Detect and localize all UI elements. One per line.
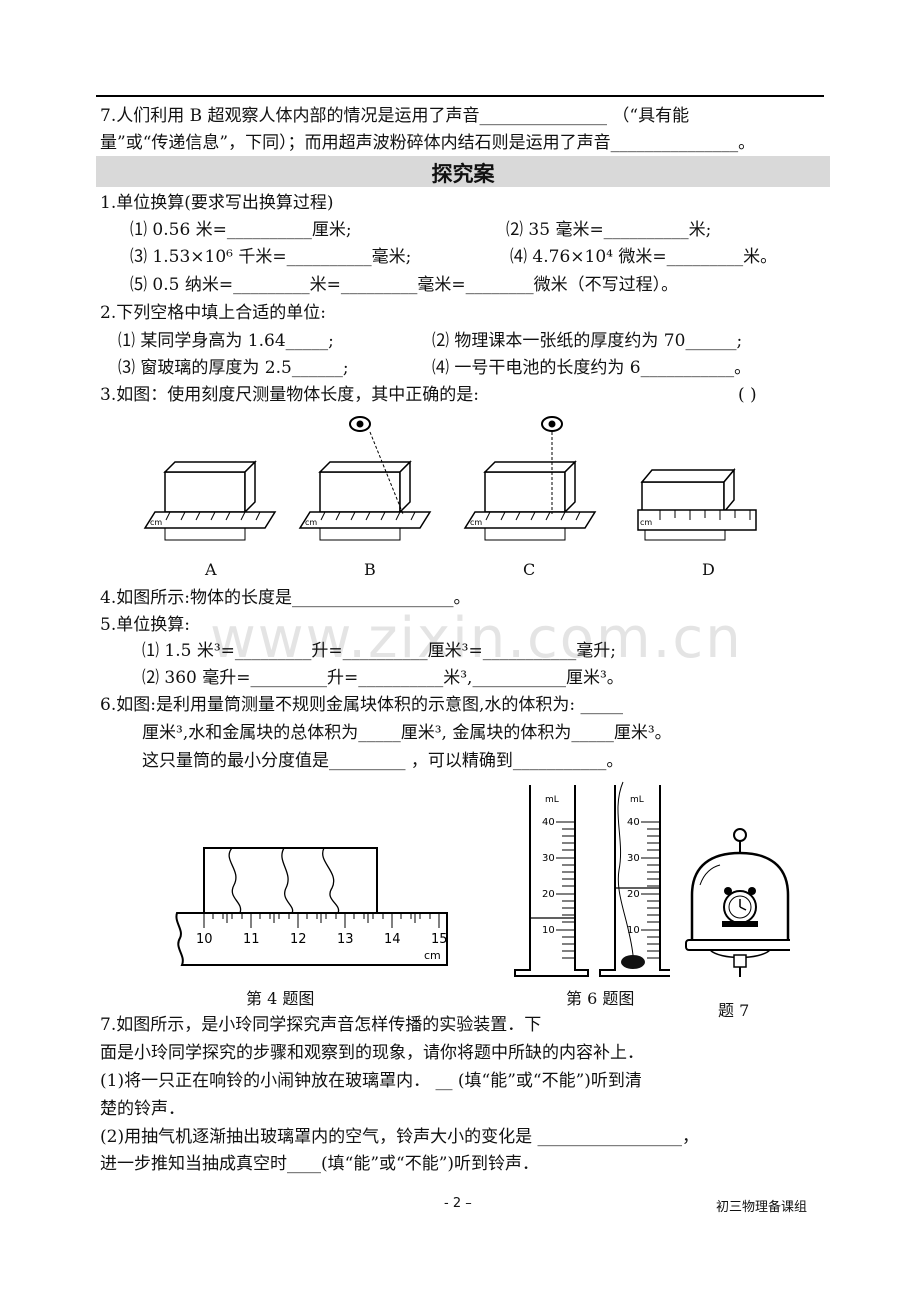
p3-answer-bracket: ( ) (738, 385, 757, 405)
cyl-a-20: 20 (542, 889, 555, 900)
cyl-b-10: 10 (627, 925, 640, 936)
tick-15: 15 (431, 932, 448, 947)
caption-fig6: 第 6 题图 (566, 989, 635, 1008)
label-b: B (364, 560, 376, 579)
caption-fig7: 题 7 (718, 1001, 750, 1020)
figure-a: cm (143, 460, 277, 541)
p5-item-1: ⑴ 1.5 米³=_________升=__________厘米³=______… (142, 641, 616, 661)
label-a: A (205, 560, 217, 579)
p2-item-2: ⑵ 物理课本一张纸的厚度约为 70______; (432, 331, 743, 351)
cylinder-with-block: mL 40 30 20 10 (599, 781, 670, 977)
tick-12: 12 (290, 932, 307, 947)
q7b-line-2: 面是小玲同学探究的步骤和观察到的现象，请你将题中所缺的内容补上． (100, 1043, 644, 1063)
p3-title: 3.如图：使用刻度尺测量物体长度，其中正确的是: (100, 385, 479, 405)
label-c: C (523, 560, 536, 579)
footer-group: 初三物理备课组 (716, 1200, 808, 1215)
ruler-figures: cm cm cm (143, 416, 757, 541)
page-number: - 2 – (444, 1196, 472, 1211)
p6-line-3: 这只量筒的最小分度值是_________ ，可以精确到___________。 (142, 751, 624, 771)
ruler-object-figure: 10 11 12 13 14 15 cm (175, 847, 448, 966)
p2-item-3: ⑶ 窗玻璃的厚度为 2.5______; (118, 358, 349, 378)
p1-item-3: ⑶ 1.53×10⁶ 千米=__________毫米; (130, 247, 412, 267)
q7-line-2: 量”或“传递信息”，下同）；而用超声波粉碎体内结石则是运用了声音________… (100, 133, 756, 153)
label-d: D (702, 560, 715, 579)
p1-title: 1.单位换算(要求写出换算过程) (100, 193, 334, 213)
p4-title: 4.如图所示:物体的长度是___________________。 (100, 588, 471, 608)
bell-jar-figure (685, 828, 790, 977)
p6-line-2: 厘米³,水和金属块的总体积为_____厘米³, 金属块的体积为_____厘米³。 (142, 723, 672, 743)
tick-10: 10 (196, 932, 213, 947)
tick-14: 14 (384, 932, 401, 947)
ruler-c-unit: cm (470, 518, 482, 527)
ruler4-unit: cm (424, 949, 441, 962)
figure-c: cm (463, 416, 597, 541)
p1-item-5: ⑸ 0.5 纳米=_________米=_________毫米=________… (130, 275, 679, 295)
eye-icon (349, 416, 371, 432)
q7b-line-4: 楚的铃声． (100, 1099, 185, 1119)
alarm-clock-icon (722, 887, 758, 927)
cyl-b-20: 20 (627, 889, 640, 900)
p1-item-2: ⑵ 35 毫米=__________米; (506, 220, 712, 240)
q7b-line-6: 进一步推知当抽成真空时____(填“能”或“不能”)听到铃声． (100, 1154, 540, 1174)
p6-line-1: 6.如图:是利用量筒测量不规则金属块体积的示意图,水的体积为: _____ (100, 695, 623, 715)
tick-13: 13 (337, 932, 354, 947)
ruler (175, 912, 448, 966)
ruler-a-unit: cm (150, 518, 162, 527)
caption-fig4: 第 4 题图 (246, 989, 315, 1008)
cyl-a-10: 10 (542, 925, 555, 936)
cyl-a-30: 30 (542, 853, 555, 864)
cyl-b-40: 40 (627, 817, 640, 828)
metal-block (621, 955, 645, 969)
p1-item-1: ⑴ 0.56 米=__________厘米; (130, 220, 352, 240)
ruler-b-unit: cm (305, 518, 317, 527)
p5-item-2: ⑵ 360 毫升=_________升=__________米³,_______… (142, 668, 624, 688)
figure-b: cm (298, 416, 432, 541)
p1-item-4: ⑷ 4.76×10⁴ 微米=_________米。 (510, 247, 778, 267)
p2-title: 2.下列空格中填上合适的单位: (100, 303, 326, 323)
p2-item-4: ⑷ 一号干电池的长度约为 6___________。 (432, 358, 752, 378)
q7b-line-3: (1)将一只正在响铃的小闹钟放在玻璃罩内． __ (填“能”或“不能”)听到清 (100, 1071, 642, 1091)
top-rule (96, 95, 824, 97)
ruler-d-unit: cm (640, 518, 652, 527)
cyl-a-unit: mL (545, 795, 559, 805)
cyl-b-30: 30 (627, 853, 640, 864)
watermark: www.zixin.com.cn (210, 606, 743, 671)
section-title: 探究案 (431, 162, 495, 186)
cylinder-figures: mL 40 30 20 10 mL 40 30 20 10 (514, 781, 670, 977)
tick-11: 11 (243, 932, 260, 947)
cylinder-water: mL 40 30 20 10 (514, 785, 589, 977)
q7b-line-1: 7.如图所示，是小玲同学探究声音怎样传播的实验装置．下 (100, 1015, 542, 1035)
cyl-a-40: 40 (542, 817, 555, 828)
q7-line-1: 7.人们利用 B 超观察人体内部的情况是运用了声音_______________… (100, 106, 690, 126)
p2-item-1: ⑴ 某同学身高为 1.64_____; (118, 331, 334, 351)
section-banner: 探究案 (96, 156, 830, 187)
cyl-b-unit: mL (630, 795, 644, 805)
eye-icon (541, 416, 563, 432)
p5-title: 5.单位换算: (100, 615, 190, 635)
figure-d: cm (637, 467, 757, 541)
q7b-line-5: (2)用抽气机逐渐抽出玻璃罩内的空气，铃声大小的变化是 ____________… (100, 1127, 699, 1147)
